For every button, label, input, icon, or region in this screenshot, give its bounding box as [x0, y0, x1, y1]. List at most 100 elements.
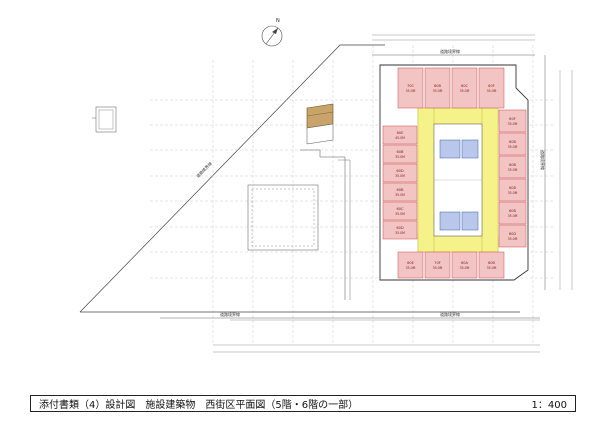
unit-area-label: 35.0M — [487, 89, 497, 93]
unit-room — [498, 109, 527, 133]
unit-area-label: 35.0M — [395, 155, 405, 159]
site-boundary — [79, 44, 385, 313]
unit-room — [397, 67, 424, 109]
unit-area-label: 35.0M — [395, 174, 405, 178]
title-block: 添付書類（4）設計図 施設建築物 西街区平面図（5階・6階の一部） 1：400 — [30, 395, 576, 412]
dimension-lines — [213, 34, 573, 353]
unit-type-label: 60E — [407, 261, 415, 265]
drawing-title: 添付書類（4）設計図 施設建築物 西街区平面図（5階・6階の一部） — [39, 400, 359, 411]
unit-type-label: 60B — [509, 209, 517, 213]
unit-type-label: 60F — [488, 84, 495, 88]
unit-area-label: 35.0M — [433, 266, 443, 270]
pavilion — [95, 106, 117, 133]
step-outline-2 — [338, 159, 351, 300]
road-boundary-label-right: 道路境界線 — [540, 150, 546, 170]
unit-type-label: 60E — [397, 131, 405, 135]
drawing-scale: 1：400 — [531, 400, 567, 411]
unit-type-label: 70F — [434, 261, 441, 265]
unit-area-label: 35.0M — [487, 266, 497, 270]
corridors — [417, 107, 499, 253]
unit-area-label: 35.0M — [433, 89, 443, 93]
unit-room — [382, 220, 418, 240]
unit-room — [382, 182, 418, 202]
unit-type-label: 60C — [396, 207, 404, 211]
step-outline — [300, 149, 346, 300]
unit-type-label: 60C — [461, 84, 469, 88]
north-arrow: N — [261, 18, 283, 47]
unit-area-label: 35.0M — [395, 193, 405, 197]
unit-type-label: 60D — [396, 169, 404, 173]
unit-room — [382, 163, 418, 183]
lower-structure-inner — [251, 188, 315, 247]
unit-room — [498, 224, 527, 248]
unit-room — [451, 251, 478, 279]
unit-room — [382, 144, 418, 164]
unit-area-label: 35.0M — [460, 89, 470, 93]
unit-room — [498, 132, 527, 156]
unit-area-label: 35.0M — [508, 237, 518, 241]
unit-room — [397, 251, 424, 279]
unit-type-label: 60D — [509, 232, 517, 236]
unit-area-label: 35.0M — [406, 89, 416, 93]
unit-room — [498, 178, 527, 202]
unit-room — [451, 67, 478, 109]
unit-area-label: 35.0M — [406, 266, 416, 270]
road-boundary-label-top: 道路境界線 — [440, 48, 460, 54]
unit-area-label: 35.0M — [395, 212, 405, 216]
road-boundary-label-bottom: 道路境界線 — [220, 311, 240, 317]
north-label: N — [276, 18, 280, 24]
unit-type-label: 60D — [396, 226, 404, 230]
unit-type-label: 60A — [461, 261, 469, 265]
road-boundary-label-bottom-2: 道路境界線 — [440, 311, 460, 317]
units-left-column: 60E45.0M60B35.0M60D35.0M60B35.0M60C35.0M… — [382, 125, 418, 240]
unit-type-label: 60B — [509, 163, 517, 167]
unit-room — [478, 67, 505, 109]
unit-room — [424, 251, 451, 279]
unit-type-label: 60B — [396, 150, 404, 154]
floor-plan-drawing: N 道路境界線 道路境界線 道路境界線 道路境界線 道路境界線 70C35.0M… — [79, 18, 573, 353]
unit-room — [478, 251, 505, 279]
unit-area-label: 35.0M — [460, 266, 470, 270]
unit-room — [424, 67, 451, 109]
unit-type-label: 60B — [509, 186, 517, 190]
unit-room — [382, 201, 418, 221]
unit-room — [498, 155, 527, 179]
unit-type-label: 60B — [396, 188, 404, 192]
unit-area-label: 45.0M — [395, 136, 405, 140]
unit-type-label: 60B — [488, 261, 496, 265]
unit-type-label: 60F — [509, 117, 516, 121]
unit-type-label: 70C — [407, 84, 415, 88]
unit-area-label: 35.0M — [395, 231, 405, 235]
unit-area-label: 35.0M — [508, 191, 518, 195]
tan-volume — [306, 103, 334, 145]
unit-area-label: 35.0M — [508, 214, 518, 218]
unit-room — [498, 201, 527, 225]
cores — [439, 139, 479, 231]
unit-area-label: 35.0M — [508, 168, 518, 172]
unit-area-label: 35.0M — [508, 145, 518, 149]
units-right-column: 60F35.0M60B35.0M60B35.0M60B35.0M60B35.0M… — [498, 109, 527, 248]
unit-type-label: 60B — [509, 140, 517, 144]
unit-type-label: 60B — [434, 84, 442, 88]
